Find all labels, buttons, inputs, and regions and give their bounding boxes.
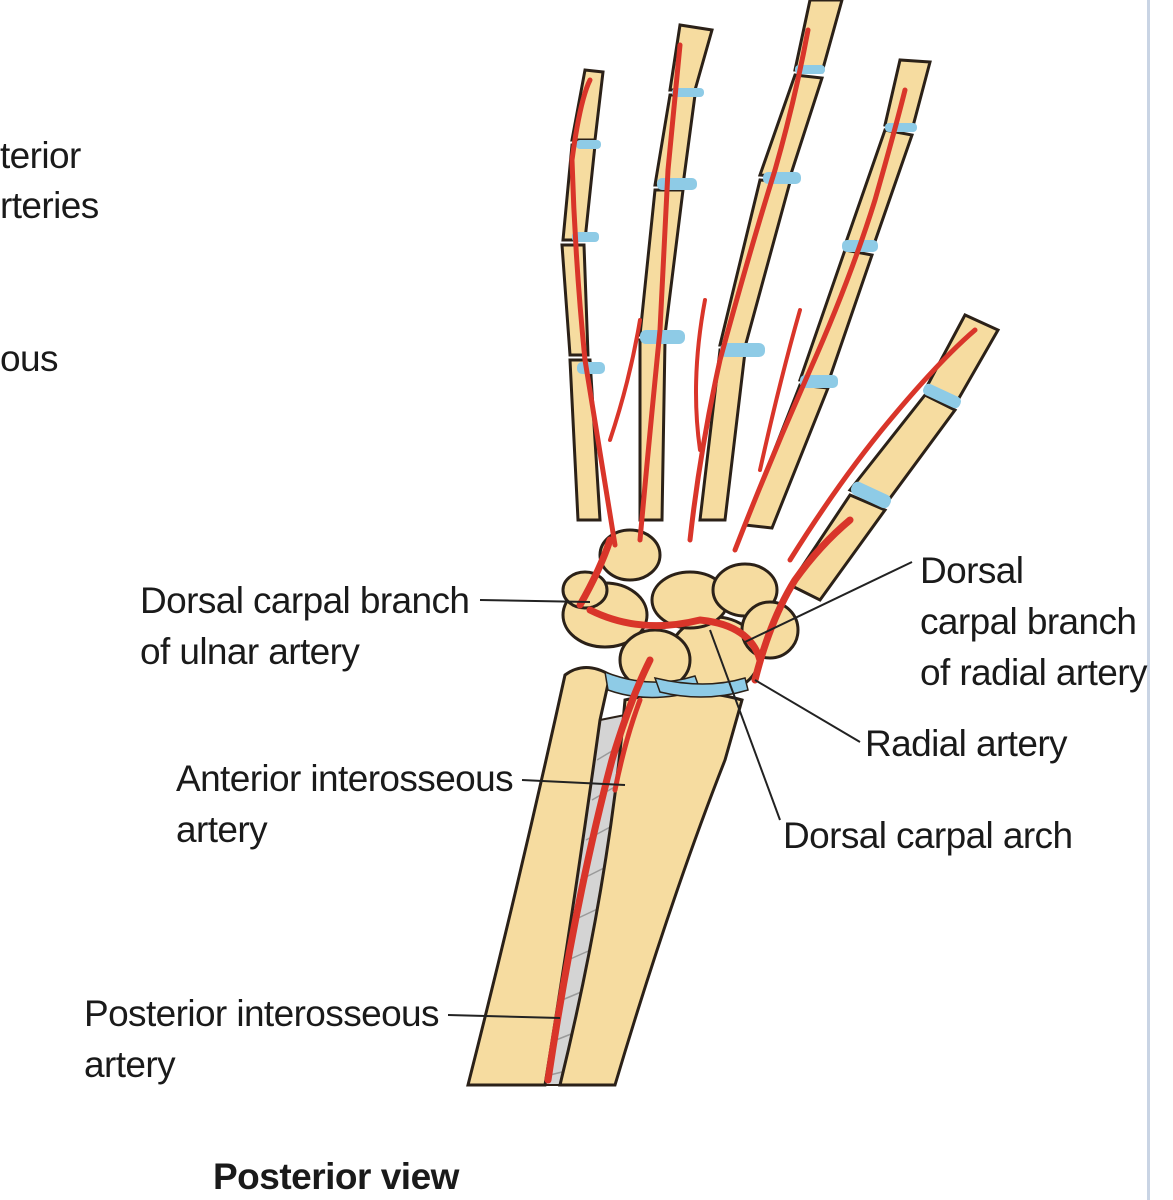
page-edge [1147,0,1150,1200]
label-posterior-interosseous-artery: Posterior interosseous artery [84,993,440,1085]
leader-ulnar-branch [479,599,591,603]
label-dorsal-carpal-branch-radial: Dorsal carpal branch of radial artery [920,550,1147,693]
carpal-bones [561,528,800,695]
label-radial-artery: Radial artery [865,723,1068,764]
radial-artery [751,516,854,684]
leader-dorsal-carpal-arch [709,629,781,821]
label-dorsal-carpal-arch: Dorsal carpal arch [783,815,1073,856]
cropped-label-line-1: terior [0,135,81,176]
leader-posterior-interosseous [447,1014,561,1019]
cropped-label-line-2: rteries [0,185,99,226]
ulnar-carpal-branch [576,536,614,609]
cropped-label-line-3: ous [0,338,58,379]
anterior-interosseous-artery [612,697,643,793]
leader-radial-branch [744,561,913,643]
label-anterior-interosseous-artery: Anterior interosseous artery [176,758,514,850]
cartilage [604,670,749,699]
posterior-interosseous-artery [544,656,654,1084]
figure-caption: Posterior view [213,1156,459,1197]
metacarpals-and-phalanges [560,0,1001,602]
leader-radial-artery [754,679,861,743]
label-dorsal-carpal-branch-ulnar: Dorsal carpal branch of ulnar artery [140,580,470,672]
leader-anterior-interosseous [521,779,626,786]
leader-lines [447,561,913,1019]
